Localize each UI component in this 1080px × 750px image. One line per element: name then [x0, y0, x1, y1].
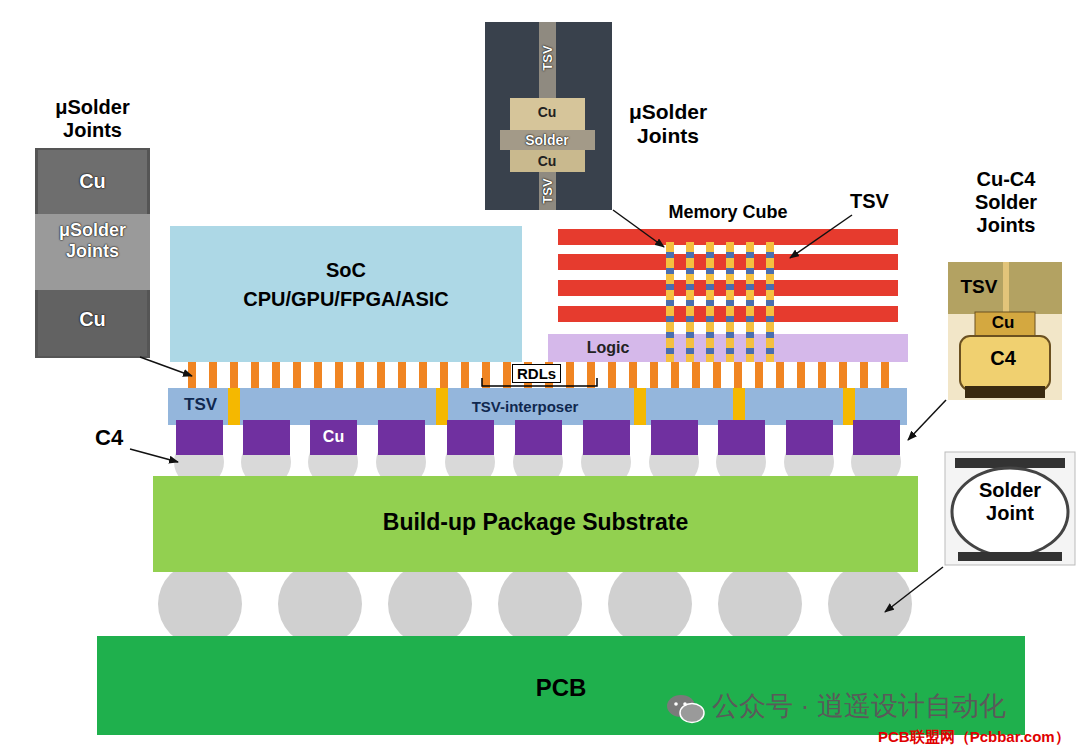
photo-inset: Solder Joint	[945, 452, 1075, 565]
soc-die: SoC CPU/GPU/FPGA/ASIC	[170, 226, 522, 362]
node-text: Memory Cube	[638, 202, 818, 223]
node-text: Logic	[568, 339, 648, 357]
logic-die: Logic	[548, 334, 908, 362]
interposer-tsvs	[228, 388, 855, 425]
node-text: Cu	[35, 308, 150, 331]
solder-joint-photo	[945, 452, 1075, 565]
photo-inset: Cu-C4 Solder JointsTSVCuC4	[948, 262, 1062, 400]
part-label: Cu	[310, 428, 357, 446]
wechat-icon	[666, 692, 706, 726]
node-text: μSolder Joints	[27, 96, 158, 142]
photo-inset: TSVCuSolderCuTSVμSolder Joints	[485, 22, 612, 210]
watermark: 公众号 · 逍遥设计自动化	[712, 691, 1006, 722]
interposer-body	[168, 388, 907, 425]
photo-inset: μSolder JointsCuμSolder JointsCu	[35, 148, 150, 358]
memory-cube: Memory Cube	[558, 229, 898, 324]
bga-balls	[158, 562, 912, 646]
callout-label: TSV	[850, 190, 889, 213]
node-text: Cu-C4 Solder Joints	[944, 168, 1068, 237]
node-text: Solder	[502, 132, 592, 148]
node-text: TSV-interposer	[450, 398, 600, 415]
cu-pads	[176, 420, 900, 455]
node-text: Solder Joint	[955, 479, 1065, 525]
node-text: TSV	[540, 28, 556, 88]
node-text: μSolder Joints	[35, 220, 150, 261]
micro-solder-photo	[35, 148, 150, 358]
cu-c4-photo	[948, 262, 1062, 400]
micro-bumps	[186, 362, 900, 388]
leader-lines	[130, 210, 946, 612]
memory-tsv-columns	[666, 242, 774, 362]
node-text: SoC	[170, 259, 522, 282]
node-text: CPU/GPU/FPGA/ASIC	[170, 288, 522, 311]
node-text: Cu	[517, 153, 577, 169]
node-text: TSV	[540, 161, 556, 221]
package-substrate: Build-up Package Substrate	[153, 476, 918, 572]
tsv-interposer: TSV-interposer	[168, 388, 907, 425]
node-text: Cu	[978, 313, 1028, 333]
node-text: TSV	[954, 276, 1004, 298]
callout-label: C4	[95, 425, 123, 450]
part-label: TSV	[184, 395, 217, 415]
node-text: Cu	[35, 170, 150, 193]
watermark: PCB联盟网（Pcbbar.com）	[878, 728, 1070, 745]
node-text: Cu	[517, 104, 577, 120]
node-text: μSolder Joints	[615, 100, 721, 148]
node-text: Build-up Package Substrate	[153, 509, 918, 535]
part-label: RDLs	[512, 364, 561, 383]
node-text: C4	[973, 347, 1033, 370]
